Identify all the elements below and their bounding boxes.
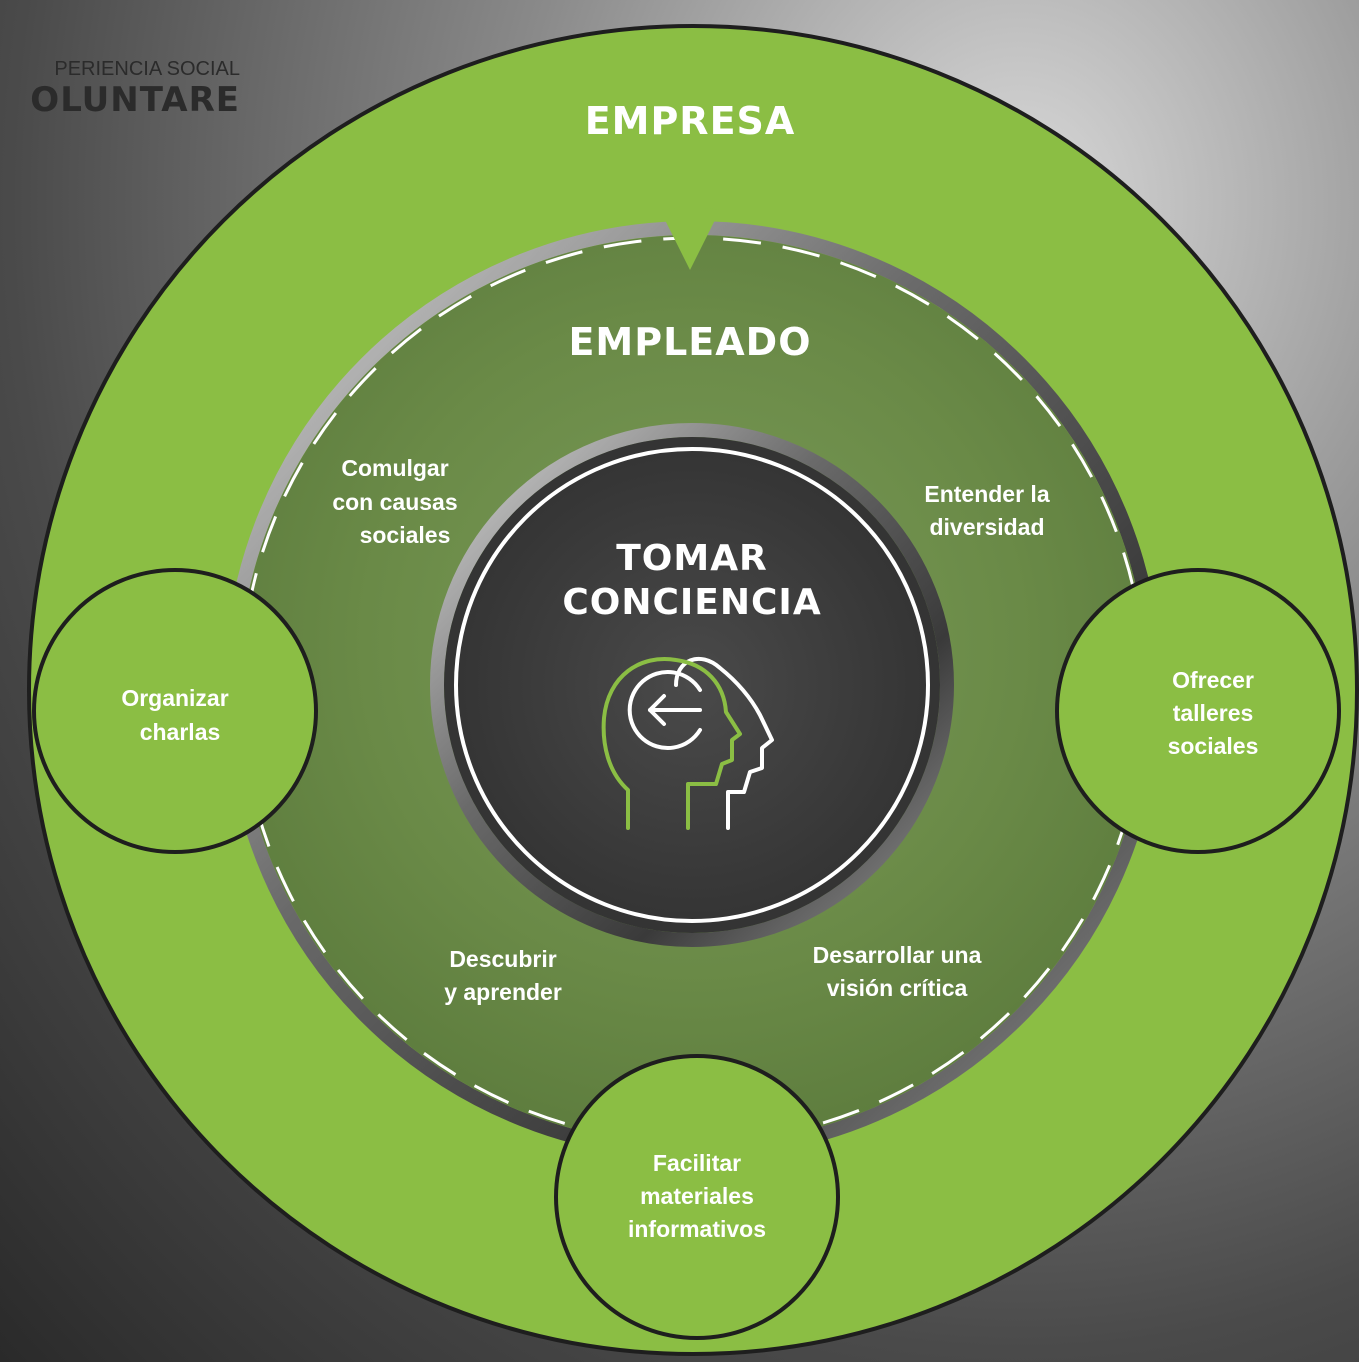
satellite-left-label: Organizar charlas [121,685,228,745]
header-title: OLUNTARE [30,80,240,120]
center-circle [444,437,940,933]
ring-notch-top [660,207,720,270]
satellite-line: sociales [1168,733,1259,759]
satellite-line: charlas [140,719,221,745]
inner-item-line: visión crítica [827,975,968,1001]
inner-item-line: Descubrir [449,946,556,972]
outer-ring-label: EMPRESA [585,99,796,143]
satellite-line: talleres [1173,700,1254,726]
middle-ring-label: EMPLEADO [568,320,811,364]
center-rim [430,423,954,947]
inner-item-entender: Entender la diversidad [924,481,1049,540]
center-title-line2: CONCIENCIA [562,582,821,623]
satellite-line: Facilitar [653,1150,741,1176]
header: PERIENCIA SOCIAL OLUNTARE [0,58,240,120]
satellite-left [32,568,318,854]
inner-item-line: Comulgar [341,455,448,481]
satellite-line: Ofrecer [1172,667,1254,693]
header-subtitle: PERIENCIA SOCIAL [54,58,240,80]
satellite-line: materiales [640,1183,754,1209]
inner-item-line: con causas [332,489,457,515]
satellite-bottom [554,1054,840,1340]
inner-item-line: y aprender [444,979,562,1005]
inner-item-comulgar: Comulgar con causas sociales [332,455,457,548]
inner-item-line: sociales [360,522,451,548]
center-inner-ring [454,447,930,923]
head-awareness-icon [601,656,774,830]
center-title-line1: TOMAR [616,538,768,579]
satellite-bottom-label: Facilitar materiales informativos [628,1150,766,1242]
satellite-line: informativos [628,1216,766,1242]
inner-item-line: Entender la [924,481,1049,507]
inner-item-line: Desarrollar una [813,942,982,968]
inner-item-desarrollar: Desarrollar una visión crítica [813,942,982,1001]
satellite-right [1055,568,1341,854]
inner-item-descubrir: Descubrir y aprender [444,946,562,1005]
inner-item-line: diversidad [929,514,1044,540]
satellite-line: Organizar [121,685,228,711]
satellite-right-label: Ofrecer talleres sociales [1168,667,1259,759]
